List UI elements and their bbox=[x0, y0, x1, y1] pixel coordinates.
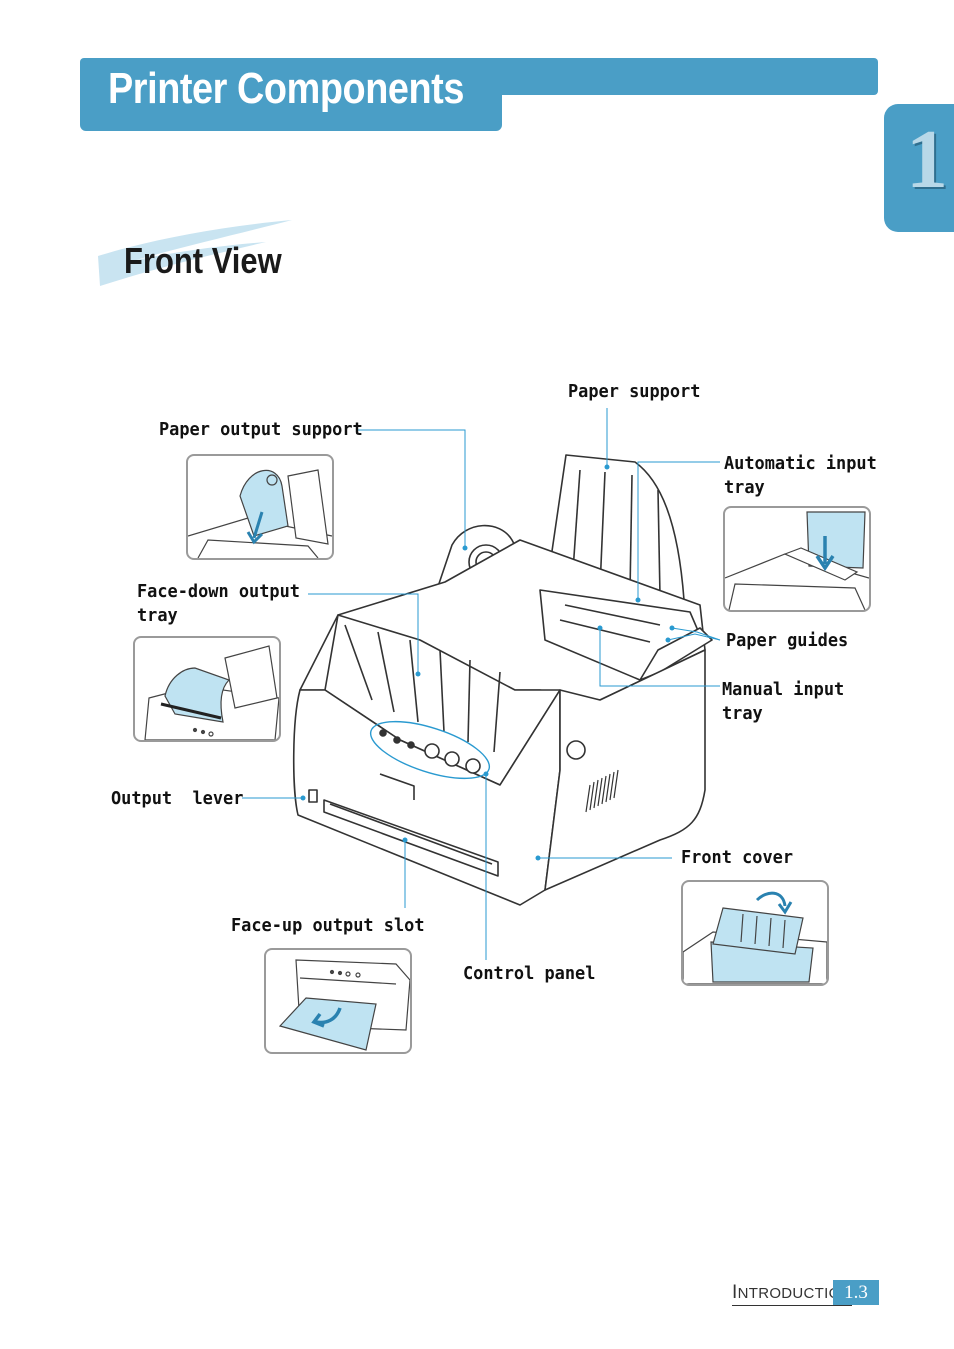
label-control-panel: Control panel bbox=[463, 963, 596, 984]
page-number: 1.3 bbox=[833, 1280, 879, 1305]
page-title: Printer Components bbox=[108, 64, 464, 113]
section-title: Front View bbox=[124, 240, 282, 281]
label-paper-output-support: Paper output support bbox=[159, 419, 363, 440]
thumbnail-face-up-output-slot bbox=[264, 948, 412, 1054]
label-paper-guides: Paper guides bbox=[726, 630, 849, 651]
thumbnail-automatic-input-tray bbox=[723, 506, 871, 612]
thumbnail-face-down-output-tray bbox=[133, 636, 281, 742]
footer-section-name: INTRODUCTION bbox=[732, 1282, 852, 1306]
thumbnail-front-cover bbox=[681, 880, 829, 986]
label-paper-support: Paper support bbox=[568, 381, 701, 402]
label-front-cover: Front cover bbox=[681, 847, 794, 868]
label-manual-input-tray: Manual input tray bbox=[722, 679, 845, 724]
thumbnail-paper-output-support bbox=[186, 454, 334, 560]
chapter-number: 1 bbox=[906, 113, 948, 206]
label-face-down-output-tray: Face-down output tray bbox=[137, 581, 300, 626]
label-output-lever: Output lever bbox=[111, 788, 244, 809]
chapter-tab bbox=[884, 104, 954, 232]
title-box bbox=[80, 58, 502, 131]
label-automatic-input-tray: Automatic input tray bbox=[724, 453, 877, 498]
section-swash-decoration bbox=[98, 220, 292, 286]
label-face-up-output-slot: Face-up output slot bbox=[231, 915, 425, 936]
